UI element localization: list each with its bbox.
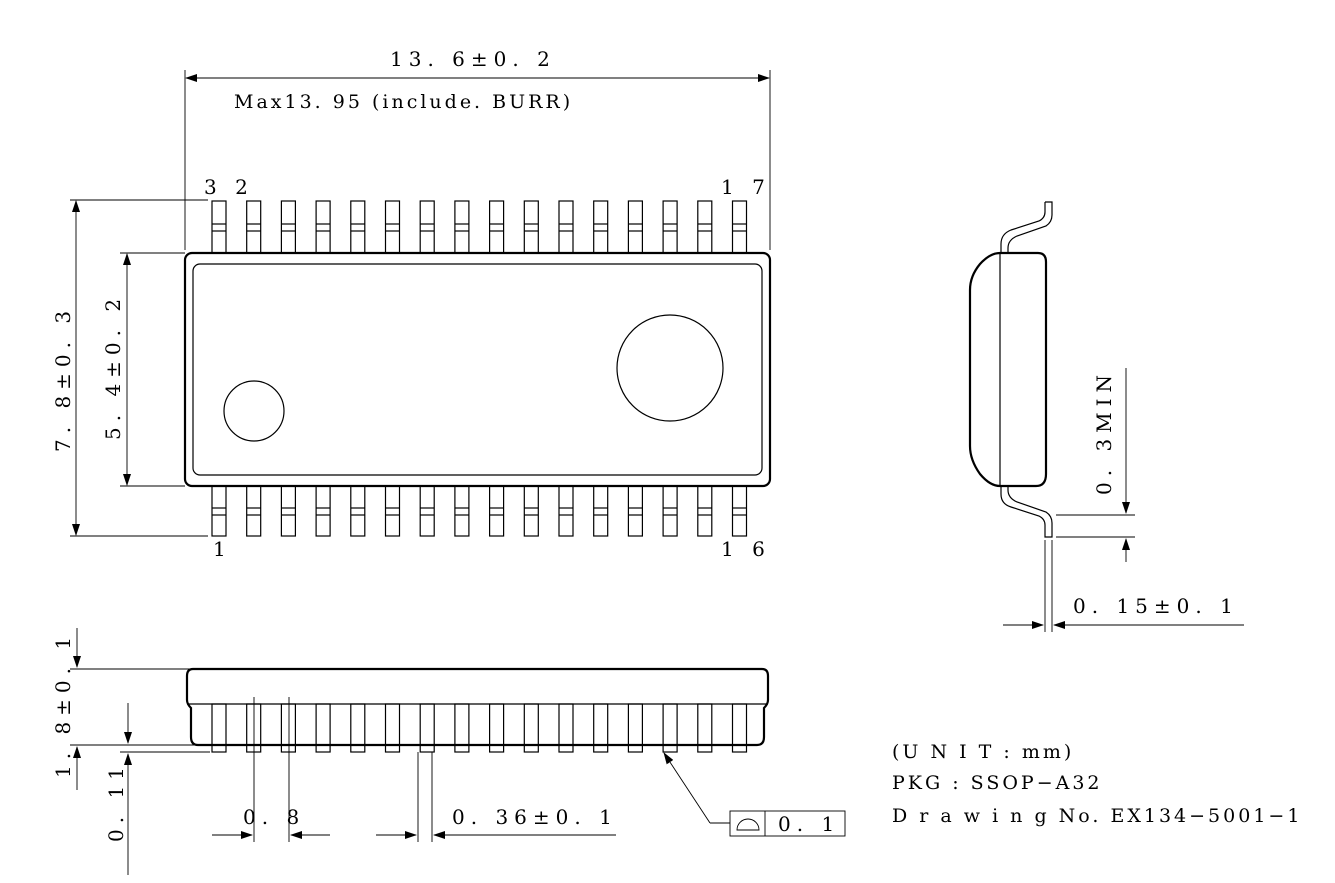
lead — [523, 485, 539, 537]
lead — [315, 703, 331, 753]
lead — [731, 703, 748, 753]
ejector-mark-small — [223, 380, 285, 442]
end-lead-top — [1007, 201, 1053, 254]
lead — [350, 485, 366, 537]
lead — [523, 703, 539, 753]
lead — [350, 200, 366, 254]
body-height-dimension: 5. 4±0. 2 — [101, 293, 125, 440]
lead — [384, 200, 401, 254]
top-leads — [211, 200, 748, 254]
drawing-number: D r a w i n g No. EX134−5001−1 — [892, 805, 1302, 827]
width-max-note: Max13. 95 (include. BURR) — [234, 91, 573, 113]
lead — [350, 703, 366, 753]
lead — [523, 200, 539, 254]
body-outline — [183, 251, 772, 488]
lead — [489, 485, 505, 537]
bottom-leads — [211, 485, 748, 537]
unit-note: (U N I T : mm) — [892, 741, 1074, 763]
thickness-dimension: 1. 8±0. 1 — [51, 631, 75, 778]
lead — [211, 200, 227, 254]
lead — [697, 703, 713, 753]
coplanarity-value: 0. 1 — [778, 812, 840, 836]
lead — [454, 485, 470, 537]
lead — [246, 485, 262, 537]
lead — [558, 200, 574, 254]
lead — [419, 703, 435, 753]
top-view: 3 2 1 7 1 1 6 13. 6±0. 2 Max13. 95 (incl… — [51, 47, 772, 561]
lead — [662, 485, 678, 537]
lead — [211, 485, 227, 537]
lead — [315, 200, 331, 254]
lead — [593, 703, 609, 753]
lead — [627, 485, 644, 537]
pitch-dimension: 0. 8 — [243, 805, 305, 829]
package-name: PKG : SSOP−A32 — [892, 772, 1103, 794]
lead — [419, 200, 435, 254]
lead — [558, 703, 574, 753]
coplanarity-frame — [729, 810, 846, 837]
lead-width-dimension: 0. 36±0. 1 — [452, 805, 618, 829]
lead — [697, 200, 713, 254]
lead — [246, 200, 262, 254]
profile-of-surface-icon — [736, 818, 760, 831]
end-view: 0. 3MIN 0. 15±0. 1 — [968, 201, 1244, 632]
total-height-dimension: 7. 8±0. 3 — [51, 305, 75, 452]
lead — [731, 485, 748, 537]
standoff-dimension: 0. 11 — [104, 761, 128, 842]
lead-length-min-dimension: 0. 3MIN — [1092, 369, 1116, 495]
pin-label-16: 1 6 — [721, 537, 771, 561]
lead — [315, 485, 331, 537]
lead — [454, 703, 470, 753]
lead — [280, 703, 296, 753]
lead — [384, 485, 401, 537]
lead — [280, 485, 296, 537]
lead — [627, 200, 644, 254]
lead — [419, 485, 435, 537]
lead — [489, 200, 505, 254]
front-leads — [211, 703, 748, 753]
lead — [384, 703, 401, 753]
end-lead-bottom — [1000, 486, 1053, 538]
lead — [593, 200, 609, 254]
pin-label-17: 1 7 — [721, 175, 771, 199]
front-body-outline — [185, 667, 770, 747]
lead — [662, 200, 678, 254]
front-view: 1. 8±0. 1 0. 11 0. 8 0. 36±0. 1 0. 1 — [51, 628, 846, 875]
lead — [454, 200, 470, 254]
lead — [558, 485, 574, 537]
lead — [731, 200, 748, 254]
lead — [211, 703, 227, 753]
lead — [662, 703, 678, 753]
end-body-outline — [968, 251, 1048, 488]
pin-label-32: 3 2 — [204, 175, 254, 199]
lead — [280, 200, 296, 254]
lead — [627, 703, 644, 753]
pin-label-1: 1 — [213, 537, 232, 561]
info-block: (U N I T : mm) PKG : SSOP−A32 D r a w i … — [892, 741, 1302, 827]
lead — [593, 485, 609, 537]
width-dimension: 13. 6±0. 2 — [390, 47, 556, 71]
lead-thickness-dimension: 0. 15±0. 1 — [1073, 594, 1239, 618]
body-inner-outline — [192, 263, 763, 476]
lead — [697, 485, 713, 537]
ejector-mark-large — [616, 314, 724, 422]
lead — [489, 703, 505, 753]
